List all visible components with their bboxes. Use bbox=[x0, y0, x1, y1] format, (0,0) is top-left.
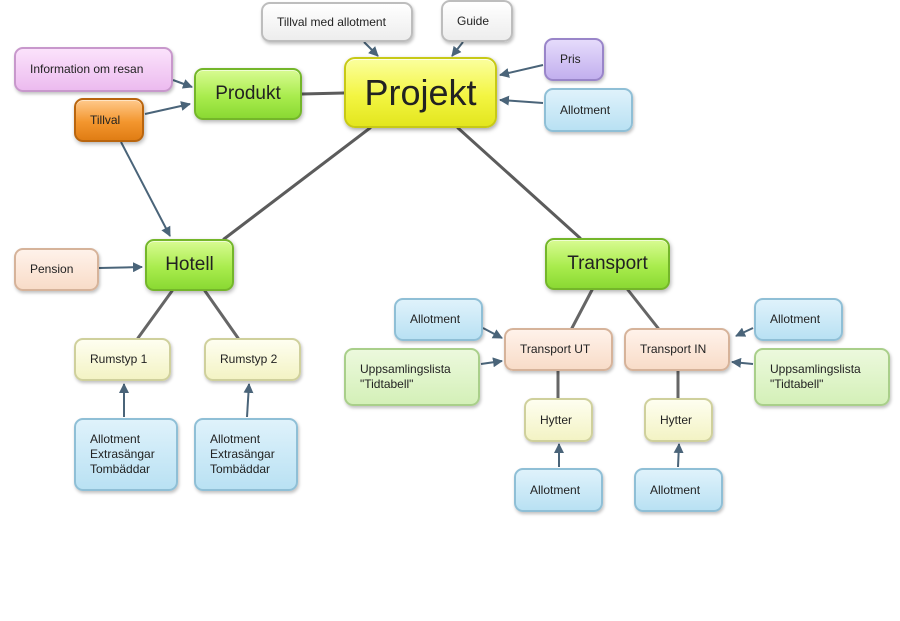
arrow-allotment-hytter-in-to-hytter-in bbox=[673, 443, 684, 468]
node-label: Hytter bbox=[660, 412, 693, 427]
node-allotment-in[interactable]: Allotment bbox=[754, 298, 843, 341]
arrow-tillval-to-produkt bbox=[144, 101, 191, 115]
node-label: Hotell bbox=[165, 254, 214, 276]
node-label: Pris bbox=[560, 52, 581, 66]
node-label: Rumstyp 2 bbox=[220, 352, 278, 366]
arrow-uppsamlingslista-in-to-transport-in bbox=[731, 357, 754, 368]
node-uppsamlingslista-in[interactable]: Uppsamlingslista"Tidtabell" bbox=[754, 348, 890, 406]
node-projekt[interactable]: Projekt bbox=[344, 57, 497, 128]
node-label: Produkt bbox=[215, 83, 281, 105]
node-label: Information om resan bbox=[30, 62, 144, 76]
node-label: Guide bbox=[457, 13, 490, 28]
node-pension[interactable]: Pension bbox=[14, 248, 99, 291]
arrow-allotment-in-to-transport-in bbox=[735, 327, 754, 337]
edge-transport-to-transport-ut bbox=[570, 288, 594, 330]
node-rumstyp-2[interactable]: Rumstyp 2 bbox=[204, 338, 301, 381]
node-transport-in[interactable]: Transport IN bbox=[624, 328, 730, 371]
edge-projekt-to-transport bbox=[456, 126, 582, 240]
arrow-allotment-projekt-to-projekt bbox=[499, 95, 544, 106]
arrow-pension-to-hotell bbox=[98, 262, 143, 273]
node-produkt[interactable]: Produkt bbox=[194, 68, 302, 120]
node-transport[interactable]: Transport bbox=[545, 238, 670, 290]
node-allotment-ut[interactable]: Allotment bbox=[394, 298, 483, 341]
node-allotment-hytter-ut[interactable]: Allotment bbox=[514, 468, 603, 512]
arrow-information-om-resan-to-produkt bbox=[172, 79, 193, 89]
edge-hotell-to-rumstyp-1 bbox=[136, 289, 174, 340]
arrow-pris-to-projekt bbox=[499, 64, 544, 78]
node-transport-ut[interactable]: Transport UT bbox=[504, 328, 613, 371]
node-label: Transport bbox=[567, 253, 648, 275]
edge-transport-to-transport-in bbox=[626, 288, 660, 330]
node-label: Allotment bbox=[650, 482, 701, 497]
arrow-guide-to-projekt bbox=[451, 41, 464, 57]
node-label: Transport UT bbox=[520, 342, 591, 356]
node-label: Allotment bbox=[530, 482, 581, 497]
node-rumstyp-1[interactable]: Rumstyp 1 bbox=[74, 338, 171, 381]
node-label: Rumstyp 1 bbox=[90, 352, 148, 366]
node-hotell[interactable]: Hotell bbox=[145, 239, 234, 291]
node-label: Pension bbox=[30, 262, 74, 276]
node-tillval[interactable]: Tillval bbox=[74, 98, 144, 142]
node-label: Tillval bbox=[90, 112, 121, 127]
edge-projekt-to-produkt bbox=[300, 91, 346, 96]
node-information-om-resan[interactable]: Information om resan bbox=[14, 47, 173, 92]
arrow-allotment-ut-to-transport-ut bbox=[482, 327, 503, 339]
node-hytter-in[interactable]: Hytter bbox=[644, 398, 713, 442]
edge-projekt-to-hotell bbox=[222, 126, 372, 241]
node-label: Hytter bbox=[540, 412, 573, 427]
arrow-tillval-to-hotell bbox=[120, 141, 171, 237]
node-tillval-med-allotment[interactable]: Tillval med allotment bbox=[261, 2, 413, 42]
node-label: Uppsamlingslista"Tidtabell" bbox=[770, 362, 861, 391]
node-hytter-ut[interactable]: Hytter bbox=[524, 398, 593, 442]
arrow-rumstyp-2-details-to-rumstyp-2 bbox=[243, 383, 254, 418]
node-pris[interactable]: Pris bbox=[544, 38, 604, 81]
node-label: Allotment bbox=[770, 312, 821, 326]
node-label: Uppsamlingslista"Tidtabell" bbox=[360, 362, 451, 391]
arrow-uppsamlingslista-ut-to-transport-ut bbox=[480, 357, 503, 368]
node-allotment-projekt[interactable]: Allotment bbox=[544, 88, 633, 132]
arrow-tillval-med-allotment-to-projekt bbox=[363, 41, 379, 57]
node-label: Projekt bbox=[364, 72, 477, 113]
node-guide[interactable]: Guide bbox=[441, 0, 513, 42]
node-label: Tillval med allotment bbox=[277, 14, 386, 29]
node-label: Allotment bbox=[560, 102, 611, 117]
node-label: Transport IN bbox=[640, 342, 707, 356]
edge-hotell-to-rumstyp-2 bbox=[203, 289, 240, 340]
node-allotment-hytter-in[interactable]: Allotment bbox=[634, 468, 723, 512]
node-uppsamlingslista-ut[interactable]: Uppsamlingslista"Tidtabell" bbox=[344, 348, 480, 406]
node-label: Allotment bbox=[410, 312, 461, 326]
